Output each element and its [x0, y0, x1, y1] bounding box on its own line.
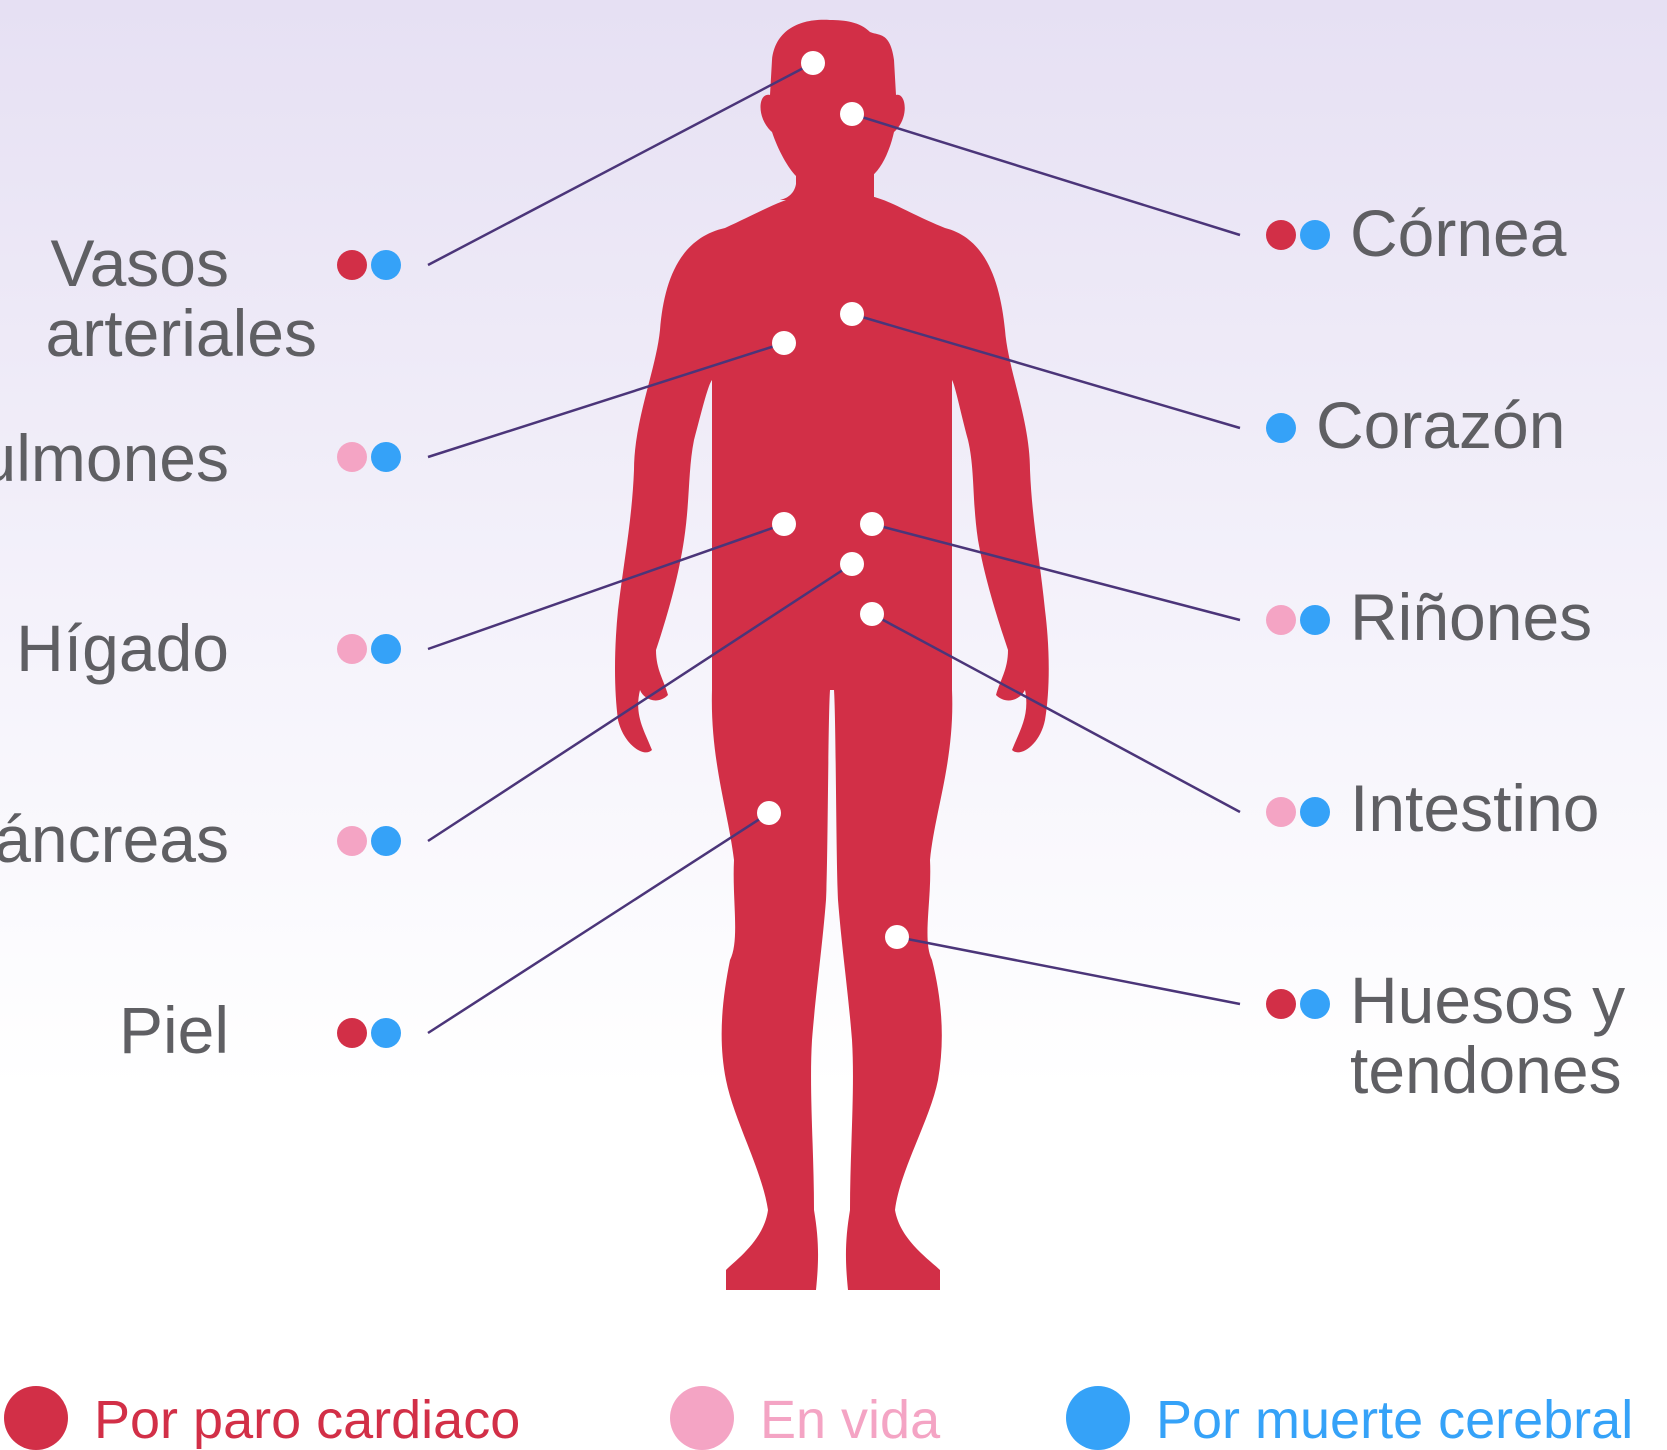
leader-line-pulmones — [427, 341, 785, 459]
legend-label-alive: En vida — [760, 1390, 941, 1450]
source-dot-vasos-brain — [371, 250, 401, 280]
leader-line-piel — [427, 811, 770, 1035]
source-dot-piel-brain — [371, 1018, 401, 1048]
source-dot-cornea-cardiac — [1266, 220, 1296, 250]
organ-marker-higado — [772, 512, 796, 536]
organ-marker-cornea — [840, 102, 864, 126]
leader-line-intestino — [871, 612, 1241, 814]
vasos-line2: arteriales — [45, 296, 317, 370]
organ-marker-intestino — [860, 602, 884, 626]
legend-dot-cardiac — [4, 1386, 68, 1450]
source-dot-rinones-alive — [1266, 605, 1296, 635]
organ-label-pulmones: Pulmones — [0, 421, 229, 495]
source-dot-corazon-brain — [1266, 413, 1296, 443]
leader-line-higado — [427, 522, 785, 651]
organ-label-rinones: Riñones — [1350, 580, 1593, 654]
source-dot-intestino-brain — [1300, 797, 1330, 827]
organ-label-intestino: Intestino — [1350, 771, 1600, 845]
head-shape — [760, 19, 905, 200]
source-dot-vasos-cardiac — [337, 250, 367, 280]
source-dot-pancreas-alive — [337, 826, 367, 856]
torso-shape — [615, 196, 1049, 1290]
leader-lines — [427, 61, 1241, 1035]
organ-marker-corazon — [840, 302, 864, 326]
organ-label-vasos-arteriales: Vasos arteriales — [46, 228, 317, 368]
legend-dot-brain — [1066, 1386, 1130, 1450]
leader-line-pancreas — [427, 562, 853, 843]
organ-marker-pulmones — [772, 331, 796, 355]
source-dot-higado-brain — [371, 634, 401, 664]
organ-label-corazon: Corazón — [1316, 388, 1566, 462]
legend-label-brain: Por muerte cerebral — [1156, 1390, 1634, 1450]
source-dot-cornea-brain — [1300, 220, 1330, 250]
organ-markers — [757, 51, 909, 949]
organ-label-piel: Piel — [118, 993, 229, 1067]
organ-label-pancreas: Páncreas — [0, 802, 229, 876]
human-silhouette — [615, 19, 1049, 1290]
leader-line-huesos — [896, 935, 1241, 1006]
source-dot-huesos-brain — [1300, 989, 1330, 1019]
leader-line-vasos — [427, 61, 814, 267]
source-dot-higado-alive — [337, 634, 367, 664]
organ-marker-huesos — [885, 925, 909, 949]
vasos-line1: Vasos — [50, 226, 229, 300]
organ-marker-pancreas — [840, 552, 864, 576]
source-dot-pulmones-alive — [337, 442, 367, 472]
organ-marker-rinones — [860, 512, 884, 536]
source-dot-rinones-brain — [1300, 605, 1330, 635]
organ-label-cornea: Córnea — [1350, 196, 1567, 270]
source-dot-huesos-cardiac — [1266, 989, 1296, 1019]
leader-line-corazon — [851, 312, 1241, 430]
huesos-line2: tendones — [1350, 1033, 1622, 1107]
organ-label-higado: Hígado — [16, 611, 229, 685]
source-dot-intestino-alive — [1266, 797, 1296, 827]
leader-line-cornea — [851, 112, 1241, 237]
organ-marker-piel — [757, 801, 781, 825]
legend-label-cardiac: Por paro cardiaco — [94, 1390, 521, 1450]
source-dot-pancreas-brain — [371, 826, 401, 856]
leader-line-rinones — [871, 522, 1241, 622]
organ-marker-vasos — [801, 51, 825, 75]
huesos-line1: Huesos y — [1350, 963, 1626, 1037]
source-dot-piel-cardiac — [337, 1018, 367, 1048]
legend-dot-alive — [670, 1386, 734, 1450]
source-dot-pulmones-brain — [371, 442, 401, 472]
organ-label-huesos-tendones: Huesos y tendones — [1350, 965, 1625, 1105]
